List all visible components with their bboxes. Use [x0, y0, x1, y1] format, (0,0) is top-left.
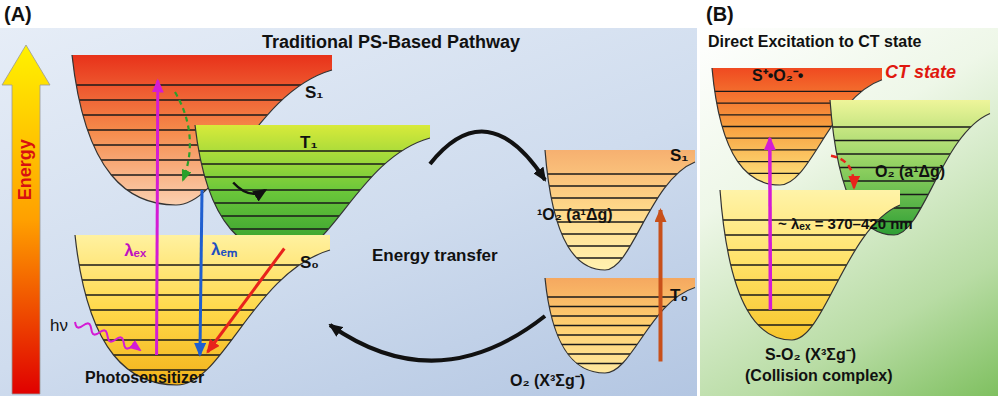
well-curve	[720, 190, 900, 340]
panel-a: Traditional PS-Based PathwayS₁ T₁ S₀ Photos…	[0, 28, 697, 396]
energy-axis-arrow	[2, 45, 50, 394]
transition-arrow	[200, 190, 202, 355]
vibrational-level	[195, 215, 430, 216]
state-caption: Photosensitizer	[85, 368, 204, 387]
vibrational-level	[830, 140, 990, 141]
panel-letter: (A)	[4, 2, 32, 26]
state-label: Direct Excitation to CT state	[708, 32, 921, 51]
panel-b: Direct Excitation to CT stateS⁺•O₂⁻• CT s…	[700, 28, 998, 396]
vibrational-level	[195, 202, 430, 203]
state-caption: ¹O₂ (a¹Δg)	[537, 205, 612, 224]
vibrational-level	[545, 334, 695, 335]
state-caption: CT state	[885, 62, 956, 84]
singlet-oxygen-well: S₁¹O₂ (a¹Δg)	[545, 150, 695, 270]
well-fill	[720, 190, 900, 340]
vibrational-level	[545, 257, 695, 258]
vibrational-level	[545, 233, 695, 234]
transition-arrow	[831, 156, 854, 188]
s0-well: S₀ Photosensitizer	[75, 235, 330, 385]
transition-label: ~ λₑₓ = 370–420 nm	[778, 215, 913, 233]
triplet-oxygen-well: T₀O₂ (X³Σg⁻)	[545, 278, 695, 373]
vibrational-level	[75, 309, 330, 310]
potential-well	[720, 190, 900, 340]
state-label: S₁	[670, 146, 688, 166]
collision-complex-well: S-O₂ (X³Σg⁻)(Collision complex)	[720, 190, 900, 340]
annotation: hν	[50, 316, 68, 336]
photon-wave	[75, 322, 140, 350]
annotation: Energy transfer	[372, 246, 498, 266]
vibrational-level	[75, 279, 330, 280]
transition-arrow	[430, 132, 545, 180]
state-label: S-O₂ (X³Σg⁻)	[765, 345, 856, 364]
state-caption: O₂ (X³Σg⁻)	[510, 371, 585, 390]
vibrational-level	[545, 197, 695, 198]
axis-label: Energy	[15, 139, 37, 200]
vibrational-level	[195, 189, 430, 190]
vibrational-level	[72, 114, 332, 115]
vibrational-level	[75, 324, 330, 325]
vibrational-level	[72, 99, 332, 100]
transition-arrow	[659, 210, 663, 362]
potential-well	[75, 235, 330, 385]
vibrational-level	[195, 176, 430, 177]
well-fill	[545, 278, 695, 373]
vibrational-level	[545, 185, 695, 186]
vibrational-level	[712, 91, 882, 92]
state-caption: (Collision complex)	[745, 366, 893, 385]
state-label: S₀	[300, 253, 319, 273]
state-label: T₀	[670, 286, 688, 306]
vibrational-level	[545, 325, 695, 326]
vibrational-level	[830, 126, 990, 127]
state-label: S₁	[305, 83, 323, 103]
state-label: O₂ (a¹Δg)	[875, 162, 945, 181]
vibrational-level	[830, 153, 990, 154]
well-fill	[75, 235, 330, 385]
vibrational-level	[720, 324, 900, 325]
vibrational-level	[720, 234, 900, 235]
vibrational-level	[720, 279, 900, 280]
vibrational-level	[830, 180, 990, 181]
transition-label: λₑₘ	[211, 240, 237, 260]
vibrational-level	[72, 84, 332, 85]
transition-label: λₑₓ	[124, 241, 146, 261]
vibrational-level	[720, 294, 900, 295]
state-label: S⁺•O₂⁻•	[752, 66, 803, 85]
transition-arrow	[208, 249, 285, 353]
vibrational-level	[545, 173, 695, 174]
well-curve	[545, 278, 695, 373]
vibrational-level	[195, 163, 430, 164]
vibrational-level	[75, 264, 330, 265]
state-label: Traditional PS-Based Pathway	[262, 32, 520, 54]
vibrational-relaxation	[175, 92, 190, 180]
transition-arrow	[768, 138, 772, 310]
vibrational-level	[545, 344, 695, 345]
state-label: T₁	[300, 133, 317, 153]
transition-arrow	[330, 316, 545, 361]
panel-letter: (B)	[706, 2, 734, 26]
vibrational-level	[545, 306, 695, 307]
well-curve	[75, 235, 330, 385]
vibrational-level	[545, 315, 695, 316]
transition-arrow	[233, 183, 265, 194]
transition-arrow	[157, 81, 158, 356]
vibrational-level	[75, 294, 330, 295]
vibrational-level	[720, 264, 900, 265]
vibrational-level	[720, 249, 900, 250]
vibrational-level	[545, 363, 695, 364]
